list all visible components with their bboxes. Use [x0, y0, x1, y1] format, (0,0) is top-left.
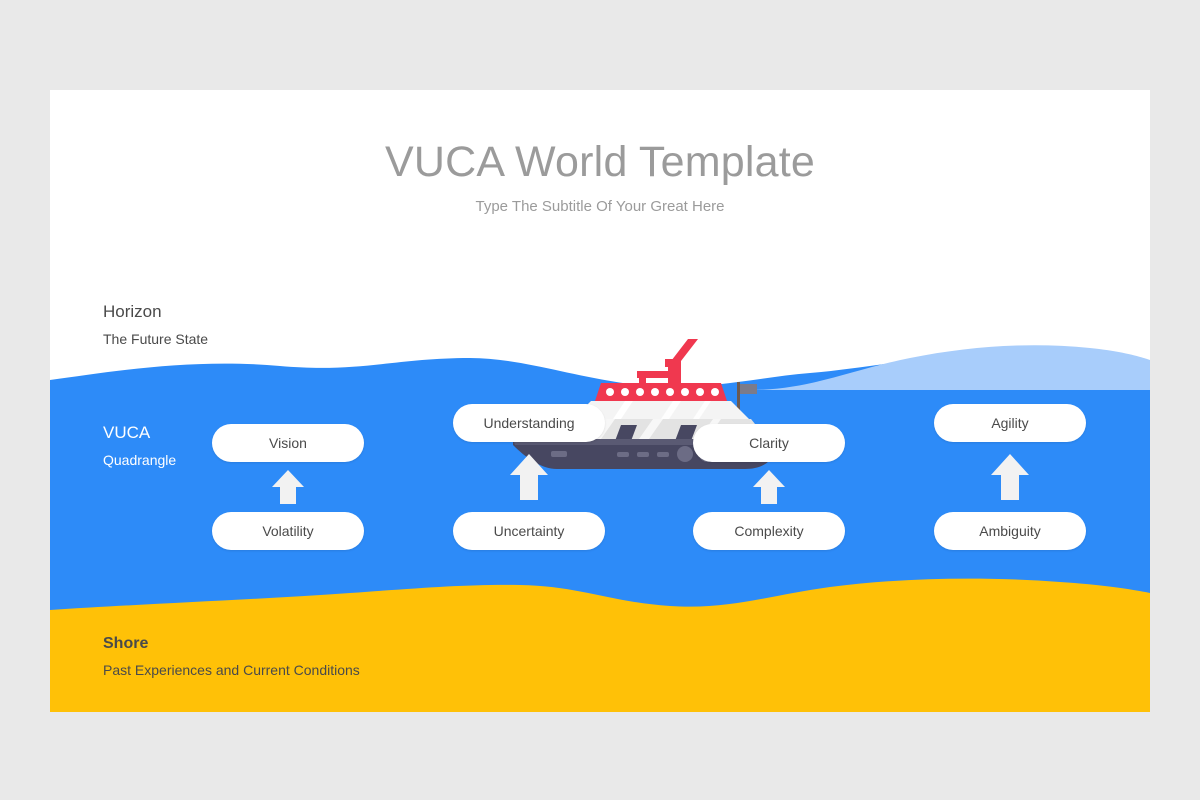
shore-label-block: Shore Past Experiences and Current Condi… — [103, 635, 360, 678]
pill-outcome-understanding[interactable]: Understanding — [453, 404, 605, 442]
pill-challenge-volatility[interactable]: Volatility — [212, 512, 364, 550]
quadrangle-column-volatility: Vision Volatility — [212, 424, 364, 550]
ship-flagpole — [737, 382, 740, 424]
pill-challenge-complexity[interactable]: Complexity — [693, 512, 845, 550]
horizon-title: Horizon — [103, 302, 162, 321]
ship-portholes — [606, 388, 719, 396]
vuca-title: VUCA — [103, 423, 151, 442]
ship-hull-dashes — [551, 451, 669, 457]
ship-red-cabin — [595, 383, 727, 401]
ship-antenna-arm-lower — [637, 371, 681, 378]
horizon-subtitle: The Future State — [103, 331, 209, 347]
sand-shape — [50, 578, 1150, 712]
shore-subtitle: Past Experiences and Current Conditions — [103, 662, 360, 678]
horizon-label-block: Horizon The Future State — [103, 302, 208, 347]
pill-challenge-ambiguity[interactable]: Ambiguity — [934, 512, 1086, 550]
page-title: VUCA World Template — [385, 138, 815, 186]
ship-upper-deck-windows — [613, 401, 711, 419]
vuca-subtitle: Quadrangle — [103, 452, 177, 468]
pill-outcome-vision[interactable]: Vision — [212, 424, 364, 462]
ocean-light-wave — [750, 345, 1150, 390]
slide-canvas: VUCA World Template Type The Subtitle Of… — [50, 90, 1150, 712]
pill-outcome-clarity[interactable]: Clarity — [693, 424, 845, 462]
arrow-up-icon-1 — [453, 442, 605, 512]
arrow-up-icon-3 — [934, 442, 1086, 512]
quadrangle-column-uncertainty: Understanding Uncertainty — [453, 404, 605, 550]
pill-outcome-agility[interactable]: Agility — [934, 404, 1086, 442]
ship-flag-icon — [740, 384, 757, 394]
pill-challenge-uncertainty[interactable]: Uncertainty — [453, 512, 605, 550]
quadrangle-column-ambiguity: Agility Ambiguity — [934, 404, 1086, 550]
arrow-up-icon-0 — [212, 462, 364, 512]
shore-title: Shore — [103, 635, 149, 652]
vuca-label-block: VUCA Quadrangle — [103, 423, 176, 468]
quadrangle-column-complexity: Clarity Complexity — [693, 424, 845, 550]
ship-antenna-arm-upper — [665, 359, 681, 367]
page-subtitle: Type The Subtitle Of Your Great Here — [475, 198, 725, 215]
arrow-up-icon-2 — [693, 462, 845, 512]
